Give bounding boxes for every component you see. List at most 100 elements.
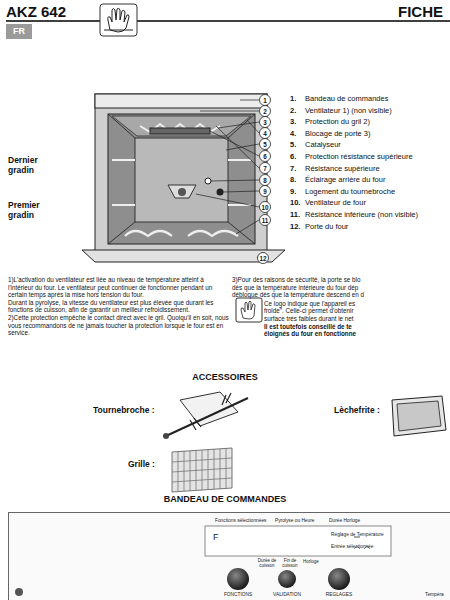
oven-drawing-part: [178, 188, 186, 196]
hand-icon-part: [100, 4, 137, 36]
footnote-line: débloque dès que la température descend …: [232, 291, 450, 299]
callout-number: 8: [258, 176, 272, 185]
language-code: FR: [6, 24, 32, 38]
grill-rack-drawing: [172, 448, 232, 492]
grill-rack-drawing-part: [172, 468, 232, 472]
footnote-line: 3)Pour des raisons de sécurité, la porte…: [232, 276, 450, 284]
oven-drawing-part: [112, 204, 135, 206]
hand-icon-part: [108, 8, 129, 32]
footnote: Durant la pyrolyse, la vitesse du ventil…: [8, 299, 230, 314]
oven-drawing-part: [112, 159, 135, 161]
callout-number: 5: [258, 140, 272, 149]
callout-number: 3: [258, 118, 272, 127]
part-name: Ventilateur 1) (non visible): [305, 107, 392, 116]
oven-drawing-part: [205, 178, 211, 184]
knob: [278, 570, 296, 588]
drip-tray-drawing-part: [397, 401, 441, 431]
leader-lines-part: [226, 144, 259, 150]
leader-lines-part: [223, 191, 259, 192]
footnote: 2)Cette protection empêche le contact di…: [8, 314, 230, 337]
callout-number: 7: [258, 164, 272, 173]
part-number: 7.: [290, 165, 296, 174]
page-heading: FICHE: [398, 3, 443, 20]
footnotes-right: 3)Pour des raisons de sécurité, la porte…: [232, 276, 450, 338]
panel-text: Fin de cuisson: [280, 558, 300, 568]
hand-icon-small-part: [241, 301, 255, 319]
part-number: 3.: [290, 118, 296, 127]
oven-drawing-part: [217, 189, 224, 196]
part-name: Blocage de porte 3): [305, 130, 370, 139]
part-name: Ventilateur de four: [305, 199, 366, 208]
part-number: 8.: [290, 176, 296, 185]
brand-logo: [15, 588, 23, 596]
section-heading: BANDEAU DE COMMANDES: [0, 494, 450, 504]
part-number: 12.: [290, 223, 300, 232]
panel-art: [9, 513, 450, 600]
leader-lines-part: [240, 100, 259, 101]
panel-text: REGLAGES: [319, 592, 359, 598]
drip-tray-drawing-part: [392, 396, 446, 436]
footnote-line: Il est toutefois conseillé de te: [264, 323, 450, 331]
part-number: 2.: [290, 107, 296, 116]
shelf-label: Premier gradin: [8, 201, 50, 221]
display-window: [205, 526, 391, 556]
oven-drawing-part: [82, 250, 285, 262]
panel-text: Horloge: [303, 559, 319, 564]
footnotes-left: 1)L'activation du ventilateur est liée a…: [8, 276, 230, 337]
callout-number: 4: [258, 129, 272, 138]
part-name: Éclairage arrière du four: [305, 176, 385, 185]
rotisserie-drawing-part: [166, 398, 248, 436]
leader-lines-part: [210, 131, 259, 156]
part-name: Bandeau de commandes: [305, 95, 388, 104]
doc-title: AKZ 642: [6, 3, 66, 20]
part-name: Résistance inférieure (non visible): [305, 211, 418, 220]
footnote-line: Ce logo indique que l'appareil es: [264, 300, 450, 308]
drip-tray-drawing: [392, 396, 446, 436]
part-number: 10.: [290, 199, 300, 208]
oven-drawing: [82, 94, 285, 262]
callout-number: 6: [258, 152, 272, 161]
part-name: Porte du four: [305, 223, 348, 232]
hand-icon-small: [236, 298, 262, 322]
oven-drawing-part: [125, 231, 238, 236]
leader-lines-part: [200, 111, 259, 112]
panel-text: Durée Horloge: [329, 518, 360, 524]
part-name: Protection résistance supérieure: [305, 153, 413, 162]
callout-number: 11: [258, 216, 272, 225]
rotisserie-drawing-part: [190, 393, 231, 430]
panel-text: Durée de cuisson: [256, 558, 278, 568]
rotisserie-drawing: [163, 392, 248, 439]
grill-rack-drawing-part: [172, 478, 232, 482]
footnote-line: surface très faibles durant le net: [264, 315, 450, 323]
oven-drawing-part: [228, 159, 251, 161]
footnote-line: froide". Celle-ci permet d'obtenir: [264, 307, 450, 315]
part-number: 4.: [290, 130, 296, 139]
footnote-line: éloignés du four en fonctionne: [264, 330, 450, 338]
panel-text: Réglage de Température: [331, 532, 384, 538]
oven-drawing-part: [168, 185, 196, 198]
callout-number: 9: [258, 187, 272, 196]
panel-text: Entrée sélectionnée: [331, 544, 373, 550]
panel-text: FONCTIONS: [218, 592, 258, 598]
knob: [328, 568, 350, 590]
part-number: 6.: [290, 153, 296, 162]
footnote: 1)L'activation du ventilateur est liée a…: [8, 276, 230, 299]
oven-drawing-part: [150, 128, 210, 134]
part-name: Catalyseur: [305, 141, 341, 150]
part-number: 11.: [290, 211, 300, 220]
footnote-line: dès que la température intérieure du fou…: [232, 284, 450, 292]
leader-lines-part: [196, 194, 259, 207]
callout-number: 12: [256, 254, 270, 263]
rotisserie-drawing-part: [163, 433, 169, 439]
hand-icon-small-part: [236, 298, 262, 322]
oven-drawing-part: [95, 94, 267, 108]
hand-icon: [100, 4, 137, 36]
part-name: Protection du gril 2): [305, 118, 370, 127]
part-number: 9.: [290, 188, 296, 197]
leader-lines-part: [218, 122, 259, 128]
callout-number: 1: [258, 96, 272, 105]
part-name: Logement du tournebroche: [305, 188, 395, 197]
panel-text: Fonctions sélectionnées: [215, 518, 266, 524]
panel-text: VALIDATION: [267, 592, 307, 598]
